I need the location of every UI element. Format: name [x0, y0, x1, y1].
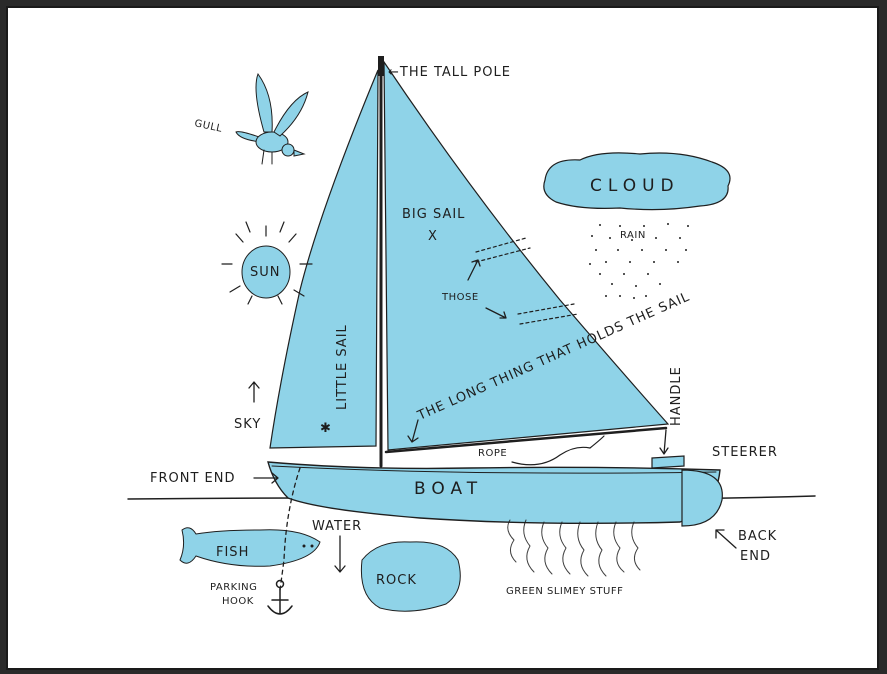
- label-little-sail-mark: ✱: [320, 421, 332, 436]
- label-tall-pole: ←THE TALL POLE: [388, 65, 511, 80]
- front-end-arrow: [254, 473, 278, 483]
- label-rain: RAIN: [620, 230, 646, 241]
- label-big-sail-mark: X: [428, 229, 438, 244]
- big-sail: [384, 62, 668, 450]
- label-cloud: CLOUD: [590, 176, 680, 196]
- mast-top: [378, 56, 384, 76]
- label-green-slimey: GREEN SLIMEY STUFF: [506, 586, 623, 597]
- label-parking: PARKING: [210, 582, 257, 593]
- label-handle: HANDLE: [669, 366, 684, 426]
- label-steerer: STEERER: [712, 445, 778, 460]
- label-fish: FISH: [216, 545, 249, 560]
- label-rock: ROCK: [376, 573, 417, 588]
- handle-arrow: [660, 430, 668, 454]
- label-big-sail: BIG SAIL: [402, 207, 465, 222]
- gull: [236, 74, 308, 164]
- label-hook: HOOK: [222, 596, 254, 607]
- label-back: BACK: [738, 529, 777, 544]
- label-sky: SKY: [234, 417, 261, 432]
- label-end: END: [740, 549, 771, 564]
- label-water: WATER: [312, 519, 362, 534]
- label-little-sail: LITTLE SAIL: [335, 324, 350, 410]
- handle: [652, 456, 684, 468]
- label-rope: ROPE: [478, 448, 507, 459]
- label-sun: SUN: [250, 265, 281, 280]
- label-front-end: FRONT END: [150, 471, 236, 486]
- sun: [222, 222, 312, 304]
- label-gull: GULL: [193, 118, 223, 135]
- sky-arrow: [249, 382, 259, 402]
- label-those: THOSE: [441, 292, 479, 303]
- label-boat: BOAT: [414, 479, 483, 499]
